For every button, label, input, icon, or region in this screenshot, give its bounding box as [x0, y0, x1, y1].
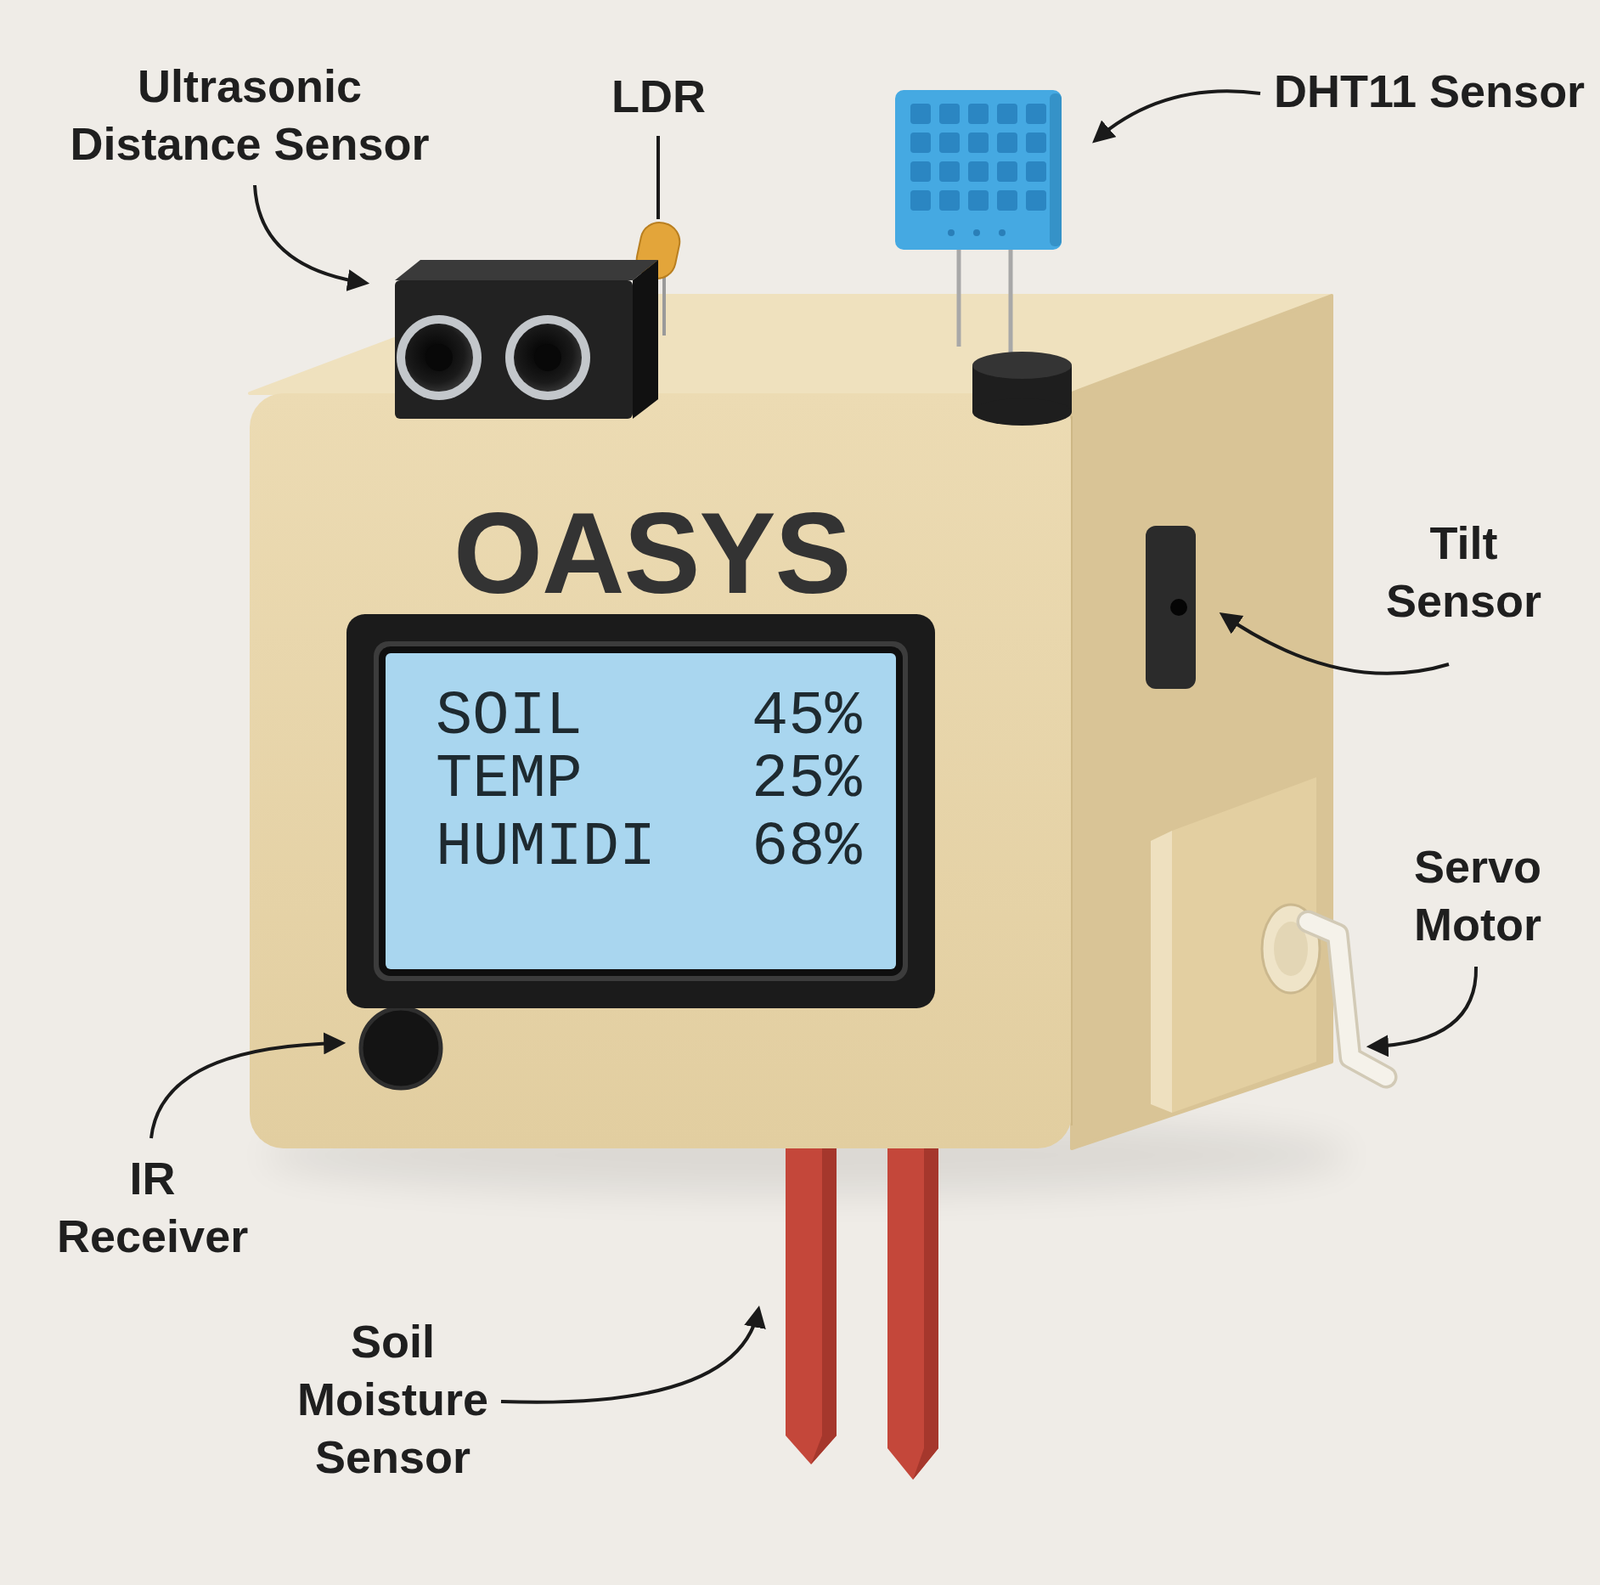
grille-hole: [997, 190, 1018, 211]
part-label: IR Receiver: [56, 1149, 248, 1265]
part-label: Servo Motor: [1414, 837, 1542, 953]
transducer-core: [534, 343, 562, 372]
part-label: DHT11 Sensor: [1273, 61, 1585, 120]
grille-hole: [1025, 132, 1047, 153]
grille-hole: [997, 161, 1018, 182]
leader-line: [656, 135, 660, 220]
tilt-hole: [1170, 598, 1188, 616]
grille-hole: [997, 132, 1018, 153]
transducer: [513, 323, 582, 392]
housing-side: [1071, 295, 1332, 1149]
knob-top: [972, 351, 1072, 379]
reading-name: HUMIDI: [435, 816, 656, 879]
part-label: Tilt Sensor: [1385, 513, 1542, 630]
soil-probe: [887, 1129, 939, 1480]
reading-value: 25%: [751, 749, 862, 811]
grille-hole: [1025, 190, 1047, 211]
soil-probe: [785, 1129, 837, 1465]
servo-horn: [1307, 921, 1386, 1077]
grille-hole: [968, 161, 989, 182]
servo-horn: [1307, 921, 1386, 1077]
lcd-screen: SOIL 45% TEMP 25% HUMIDI 68%: [385, 653, 896, 970]
grille-hole: [910, 190, 931, 211]
grille-hole: [968, 132, 989, 153]
reading-name: TEMP: [435, 749, 583, 811]
transducer-ring: [396, 315, 482, 400]
dht-dot: [947, 229, 955, 237]
servo-body: [1171, 777, 1317, 1113]
part-label: Ultrasonic Distance Sensor: [54, 56, 446, 173]
ultrasonic-body: [394, 280, 633, 419]
dht-dot: [998, 229, 1006, 237]
part-label: LDR: [611, 67, 706, 125]
grille-hole: [939, 161, 960, 182]
device-housing: SOIL 45% TEMP 25% HUMIDI 68% OASYS: [249, 393, 1072, 1149]
housing-edge: [1070, 416, 1073, 1126]
ultrasonic-top: [394, 259, 659, 281]
leader-arrow: [1095, 90, 1261, 141]
dht-shade: [1049, 93, 1062, 247]
leader-arrow: [1370, 966, 1477, 1047]
dht-dot: [973, 229, 981, 237]
knob-base: [972, 398, 1072, 426]
dht-grille: [910, 103, 1047, 211]
grille-hole: [910, 161, 931, 182]
grille-hole: [968, 190, 989, 211]
dht-body: [895, 90, 1062, 250]
ir-receiver: [360, 1008, 441, 1088]
grille-hole: [1025, 103, 1047, 124]
dht-leg: [957, 246, 962, 347]
reading-value: 68%: [751, 816, 862, 879]
dht-leg: [1008, 246, 1014, 366]
grille-hole: [1025, 161, 1047, 182]
reading-name: SOIL: [435, 686, 583, 748]
grille-hole: [997, 103, 1018, 124]
transducer-ring: [505, 315, 591, 400]
ldr-leg: [662, 276, 666, 336]
leader-arrow: [151, 1042, 342, 1139]
servo-side: [1150, 830, 1172, 1113]
grille-hole: [939, 103, 960, 124]
ultrasonic-side: [632, 259, 659, 419]
grille-hole: [939, 190, 960, 211]
part-label: Soil Moisture Sensor: [297, 1312, 489, 1486]
housing-front: [249, 393, 1072, 1149]
reading-value: 45%: [751, 686, 862, 748]
leader-arrow: [254, 185, 366, 283]
grille-hole: [939, 132, 960, 153]
transducer-core: [425, 343, 453, 372]
grille-hole: [910, 103, 931, 124]
probe-shade: [811, 1129, 837, 1465]
grille-hole: [910, 132, 931, 153]
brand-name: OASYS: [453, 495, 851, 611]
grille-hole: [968, 103, 989, 124]
tilt-sensor: [1145, 525, 1196, 689]
transducer: [405, 323, 474, 392]
leader-arrow: [501, 1309, 759, 1403]
probe-shade: [912, 1129, 939, 1480]
